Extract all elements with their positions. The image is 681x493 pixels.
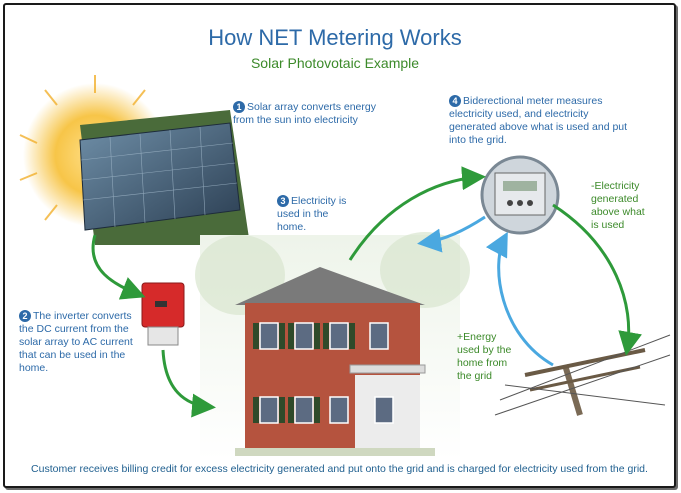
step-1-number: 1 — [233, 101, 245, 113]
inverter-icon — [141, 282, 185, 346]
step-2-number: 2 — [19, 310, 31, 322]
diagram-title: How NET Metering Works — [208, 25, 462, 50]
meter-icon — [480, 155, 560, 235]
solar-panel-icon — [79, 110, 250, 245]
step-4-label: Biderectional meter measures electricity… — [449, 95, 628, 146]
arrow-meter-to-grid — [552, 203, 642, 356]
arrow-panel-to-inverter — [91, 234, 146, 300]
arrow-house-to-meter — [348, 166, 486, 261]
arrow-grid-to-meter — [485, 231, 554, 367]
footer-caption: Customer receives billing credit for exc… — [31, 463, 648, 475]
step-2-label: The inverter converts the DC current fro… — [19, 310, 133, 374]
energy-used-label: +Energy used by the home from the grid — [457, 331, 512, 382]
house-illustration — [195, 232, 470, 460]
step-4-number: 4 — [449, 95, 461, 107]
diagram-frame: How NET Metering Works Solar Photovotaic… — [3, 3, 676, 488]
utility-pole-icon — [494, 334, 671, 416]
electricity-generated-label: -Electricity generated above what is use… — [591, 180, 645, 231]
diagram-subtitle: Solar Photovotaic Example — [250, 55, 420, 71]
step-3-number: 3 — [277, 195, 289, 207]
arrow-inverter-to-house — [161, 349, 216, 418]
illustration — [19, 75, 671, 460]
step-1-label: Solar array converts energy from the sun… — [233, 101, 376, 126]
step-3-label: Electricity is used in the home. — [277, 195, 347, 233]
arrow-meter-to-house — [417, 215, 486, 253]
